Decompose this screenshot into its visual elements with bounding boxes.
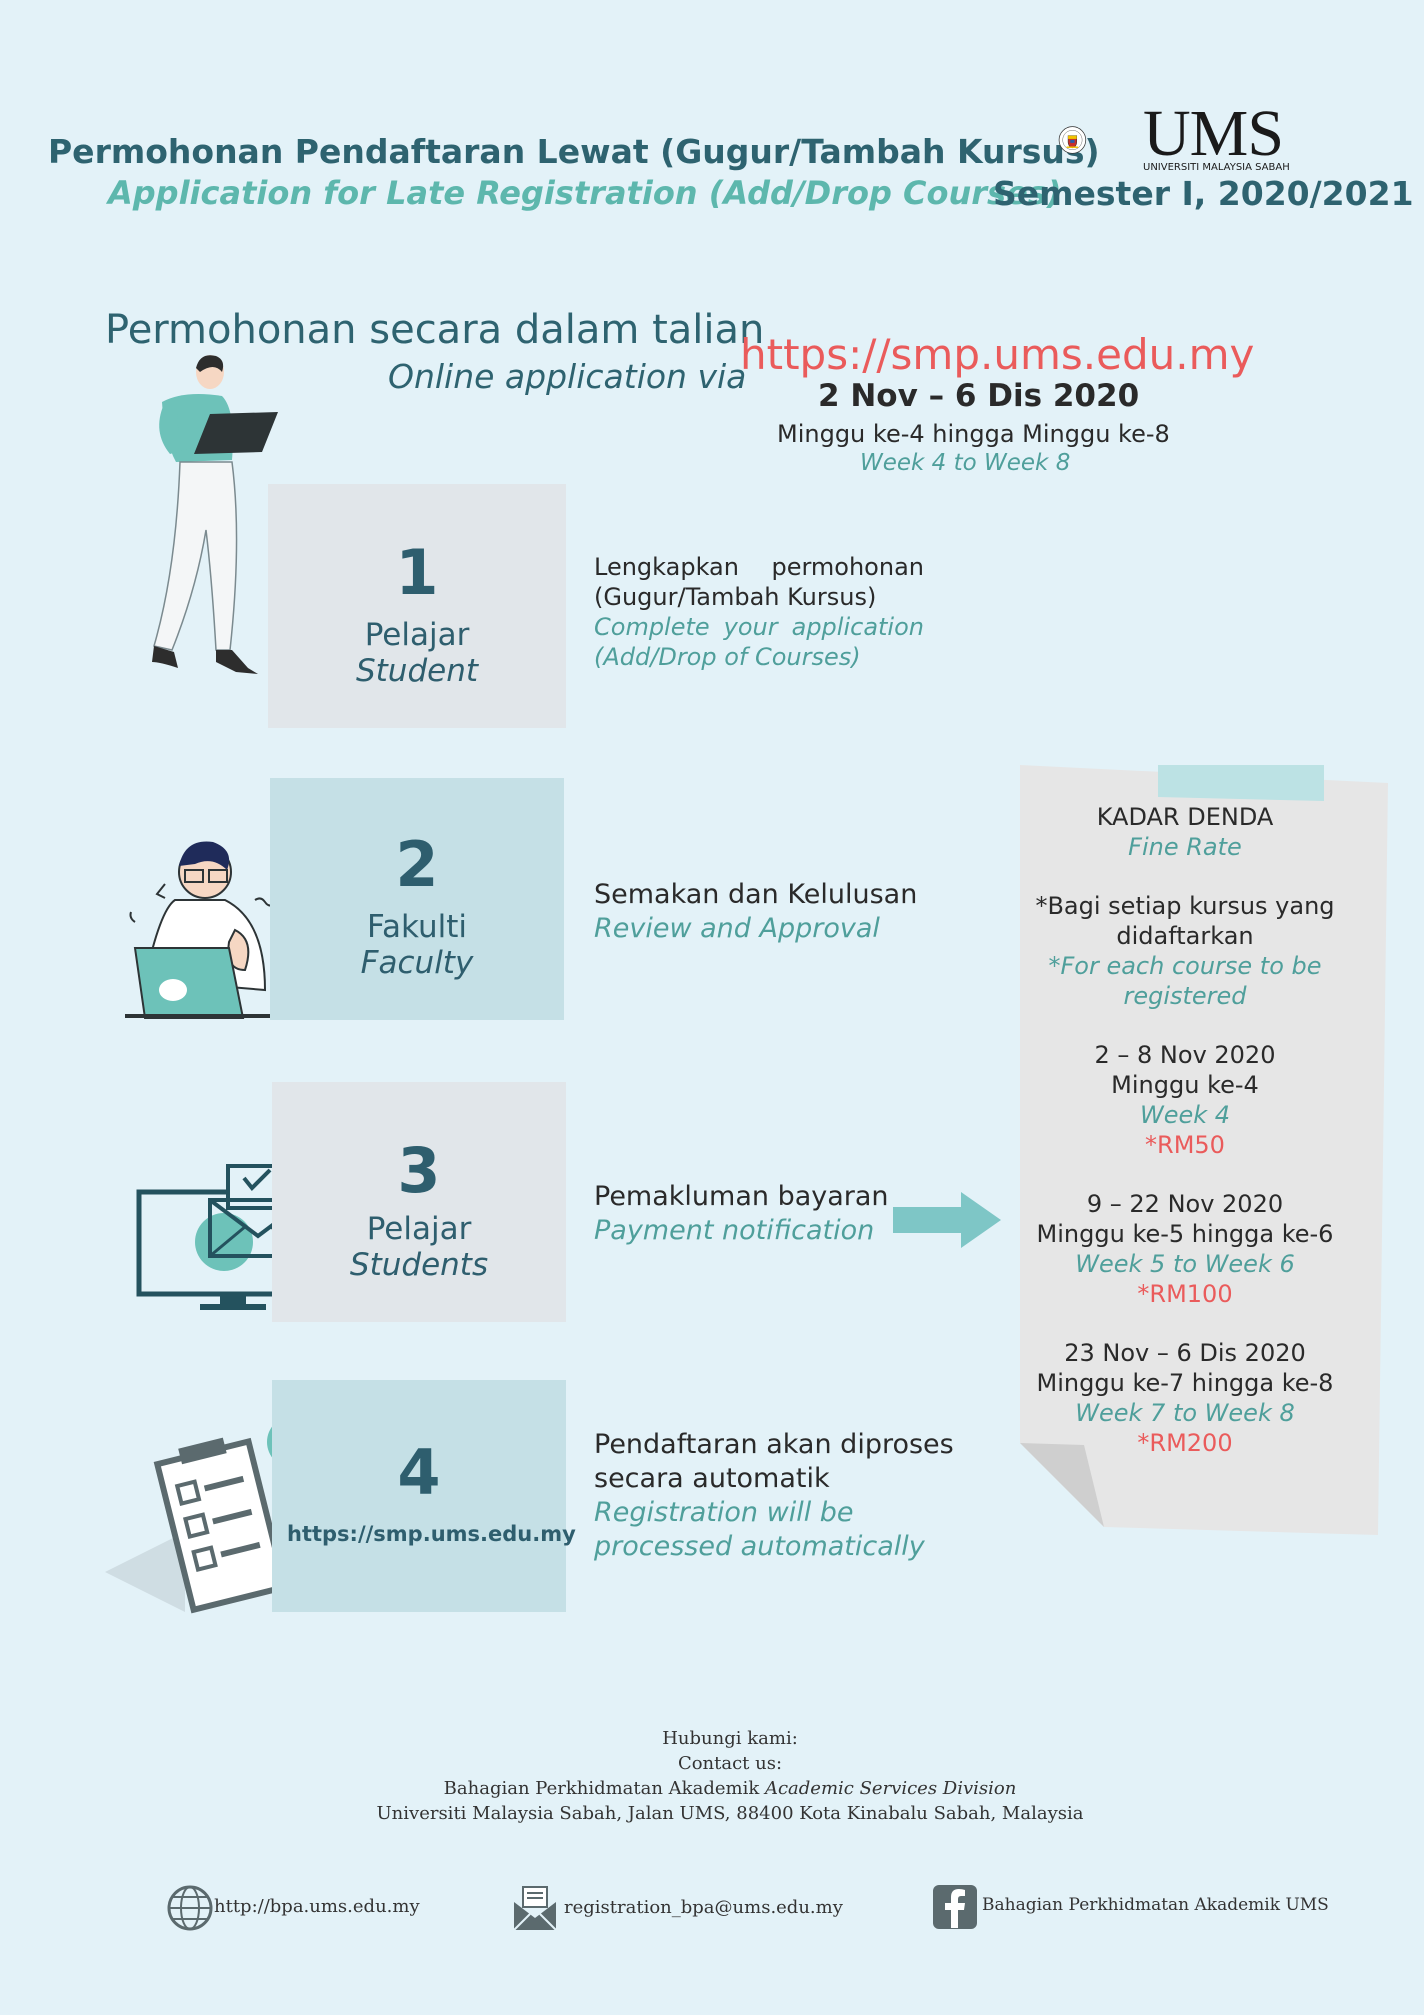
address: Universiti Malaysia Sabah, Jalan UMS, 88… — [376, 1803, 1084, 1824]
fine-rate-1: 2 – 8 Nov 2020 Minggu ke-4 Week 4 *RM50 — [1022, 1040, 1348, 1160]
fine-title-en: Fine Rate — [1128, 833, 1242, 861]
step-3-role-en: Students — [349, 1247, 489, 1283]
step-4-link[interactable]: https://smp.ums.edu.my — [287, 1522, 576, 1546]
rate-week: Minggu ke-7 hingga ke-8 — [1036, 1369, 1334, 1397]
facebook-icon — [933, 1885, 977, 1929]
page-title: Permohonan Pendaftaran Lewat (Gugur/Tamb… — [48, 132, 1100, 171]
step-1-role-en: Student — [355, 653, 479, 689]
email-link[interactable]: registration_bpa@ums.edu.my — [564, 1897, 843, 1918]
email-icon — [513, 1886, 557, 1931]
rate-week: Minggu ke-4 — [1111, 1071, 1259, 1099]
step-4-description: Pendaftaran akan diproses secara automat… — [594, 1428, 954, 1564]
contact-label-en: Contact us: — [677, 1753, 783, 1774]
fine-rate-text: KADAR DENDA Fine Rate *Bagi setiap kursu… — [1022, 802, 1348, 1487]
step-4-box: 4 — [272, 1380, 566, 1612]
rate-date: 23 Nov – 6 Dis 2020 — [1064, 1339, 1306, 1367]
step-2-number: 2 — [395, 828, 439, 901]
division-name-en: Academic Services Division — [764, 1778, 1017, 1799]
fine-rate-note — [1020, 765, 1388, 1535]
rate-amount: *RM200 — [1137, 1429, 1233, 1457]
step-4-number: 4 — [397, 1436, 441, 1509]
online-label: Permohonan secara dalam talian — [105, 307, 765, 353]
globe-icon — [167, 1885, 213, 1931]
application-link[interactable]: https://smp.ums.edu.my — [740, 330, 1255, 379]
step-1-desc-en: Complete your application (Add/Drop of C… — [594, 613, 924, 671]
faculty-illustration — [125, 841, 276, 1019]
step-2-role-en: Faculty — [360, 945, 474, 981]
fine-title: KADAR DENDA — [1096, 803, 1274, 831]
student-illustration — [152, 355, 278, 674]
step-4-desc-my: Pendaftaran akan diproses secara automat… — [594, 1429, 954, 1494]
step-1-number: 1 — [395, 536, 439, 609]
division-line: Bahagian Perkhidmatan Akademik Academic … — [300, 1776, 1160, 1801]
division-name: Bahagian Perkhidmatan Akademik — [443, 1778, 760, 1799]
application-week-en: Week 4 to Week 8 — [860, 450, 1071, 476]
step-3-description: Pemakluman bayaran Payment notification — [594, 1180, 924, 1248]
step-3-role: Pelajar — [366, 1211, 472, 1247]
rate-amount: *RM100 — [1137, 1280, 1233, 1308]
step-1-description: Lengkapkan permohonan (Gugur/Tambah Kurs… — [594, 552, 924, 672]
rate-date: 2 – 8 Nov 2020 — [1094, 1041, 1276, 1069]
step-2-desc-en: Review and Approval — [594, 913, 880, 944]
semester-label: Semester I, 2020/2021 — [993, 174, 1414, 213]
step-3-number: 3 — [397, 1134, 441, 1207]
fine-rate-2: 9 – 22 Nov 2020 Minggu ke-5 hingga ke-6 … — [1022, 1189, 1348, 1309]
step-3-desc-my: Pemakluman bayaran — [594, 1181, 889, 1212]
arrow-right-icon — [893, 1192, 1001, 1248]
step-2-box: 2 Fakulti Faculty — [270, 778, 564, 1020]
rate-week-en: Week 7 to Week 8 — [1075, 1399, 1295, 1427]
fine-note-en: *For each course to be registered — [1048, 952, 1322, 1010]
rate-amount: *RM50 — [1145, 1131, 1225, 1159]
step-3-box: 3 Pelajar Students — [272, 1082, 566, 1322]
fine-rate-3: 23 Nov – 6 Dis 2020 Minggu ke-7 hingga k… — [1022, 1338, 1348, 1458]
ums-logo — [1058, 126, 1087, 154]
step-1-role: Pelajar — [364, 617, 470, 653]
page-subtitle: Application for Late Registration (Add/D… — [108, 174, 1062, 212]
step-2-role: Fakulti — [366, 909, 467, 945]
logo-subtext: UNIVERSITI MALAYSIA SABAH — [1143, 162, 1290, 173]
step-1-desc-my: Lengkapkan permohonan (Gugur/Tambah Kurs… — [594, 553, 924, 611]
application-week: Minggu ke-4 hingga Minggu ke-8 — [777, 420, 1170, 448]
facebook-link[interactable]: Bahagian Perkhidmatan Akademik UMS — [982, 1895, 1329, 1915]
step-2-desc-my: Semakan dan Kelulusan — [594, 879, 918, 910]
step-3-desc-en: Payment notification — [594, 1215, 875, 1246]
online-label-en: Online application via — [388, 357, 747, 396]
rate-week-en: Week 5 to Week 6 — [1075, 1250, 1295, 1278]
contact-label: Hubungi kami: — [662, 1728, 798, 1749]
website-link[interactable]: http://bpa.ums.edu.my — [214, 1896, 420, 1917]
rate-date: 9 – 22 Nov 2020 — [1086, 1190, 1284, 1218]
step-4-desc-en: Registration will be processed automatic… — [594, 1497, 925, 1562]
rate-week-en: Week 4 — [1139, 1101, 1231, 1129]
step-2-description: Semakan dan Kelulusan Review and Approva… — [594, 878, 924, 946]
step-1-box: 1 Pelajar Student — [268, 484, 566, 728]
contact-section: Hubungi kami: Contact us: Bahagian Perkh… — [300, 1726, 1160, 1826]
rate-week: Minggu ke-5 hingga ke-6 — [1036, 1220, 1334, 1248]
application-date: 2 Nov – 6 Dis 2020 — [818, 378, 1140, 414]
fine-note: *Bagi setiap kursus yang didaftarkan — [1035, 892, 1335, 950]
logo-text: UMS — [1143, 97, 1284, 170]
